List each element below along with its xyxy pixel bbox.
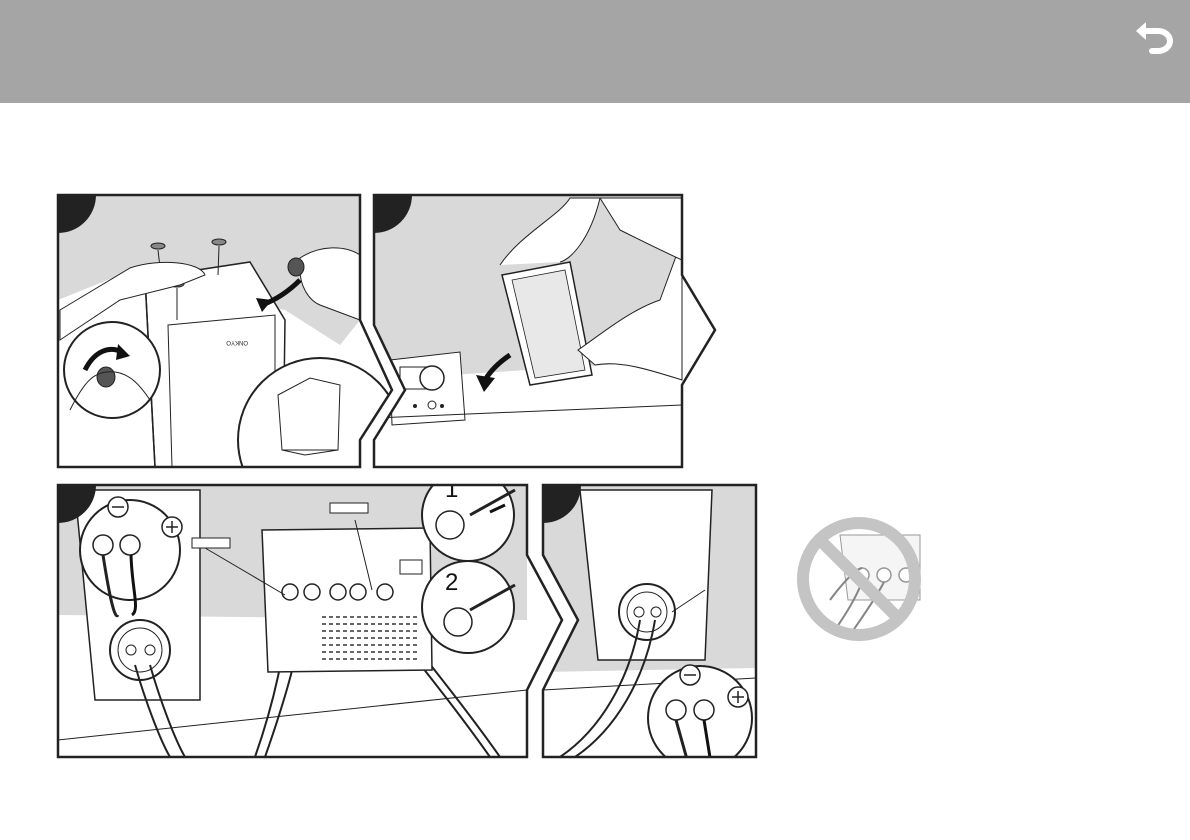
- panel-step-3: 1 2: [58, 469, 563, 757]
- panel-step-4: [543, 485, 756, 770]
- prohibited-wiring-icon: [803, 523, 920, 635]
- substep-1-label: 1: [445, 476, 458, 503]
- substep-2-label: 2: [445, 569, 458, 596]
- panel-step-2: [374, 195, 715, 467]
- panel-step-1: ONKYO: [58, 195, 402, 522]
- brand-label: ONKYO: [226, 339, 248, 345]
